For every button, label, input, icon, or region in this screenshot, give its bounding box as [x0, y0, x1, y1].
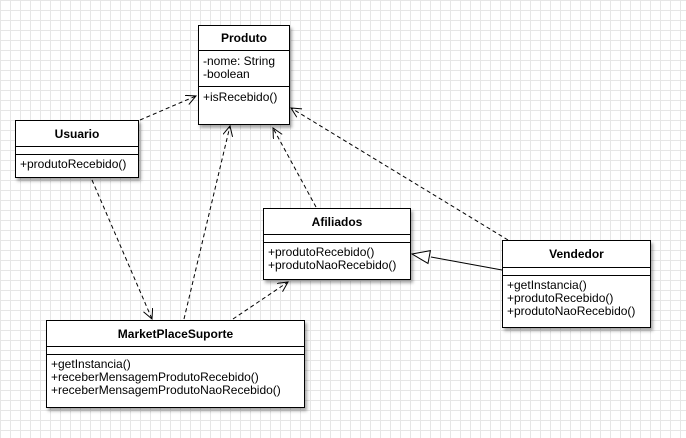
attributes-compartment — [503, 268, 650, 276]
methods-compartment: +produtoRecebido() — [16, 155, 138, 173]
method: +produtoRecebido() — [268, 245, 375, 259]
class-vendedor[interactable]: Vendedor +getInstancia() +produtoRecebid… — [502, 240, 651, 328]
method: +getInstancia() — [507, 278, 587, 292]
attribute: -boolean — [203, 67, 250, 81]
class-name: MarketPlaceSuporte — [47, 321, 304, 347]
class-produto[interactable]: Produto -nome: String -boolean +isRecebi… — [198, 25, 290, 125]
class-name: Afiliados — [264, 209, 410, 235]
methods-compartment: +produtoRecebido() +produtoNaoRecebido() — [264, 243, 410, 274]
attributes-compartment — [47, 347, 304, 355]
class-name: Vendedor — [503, 241, 650, 268]
class-name: Produto — [199, 26, 289, 51]
generalization-arrowhead — [410, 249, 432, 265]
method: +produtoRecebido() — [507, 291, 614, 305]
method: +produtoNaoRecebido() — [507, 304, 636, 318]
class-marketplacesuporte[interactable]: MarketPlaceSuporte +getInstancia() +rece… — [46, 320, 305, 408]
attributes-compartment — [264, 235, 410, 243]
methods-compartment: +getInstancia() +produtoRecebido() +prod… — [503, 276, 650, 320]
method: +produtoNaoRecebido() — [268, 258, 397, 272]
method: +getInstancia() — [51, 357, 131, 371]
attribute: -nome: String — [203, 54, 276, 68]
methods-compartment: +isRecebido() — [199, 87, 289, 106]
method: +receberMensagemProdutoNaoRecebido() — [51, 383, 281, 397]
dependency-marketplace-produto[interactable] — [183, 126, 230, 320]
class-name: Usuario — [16, 121, 138, 147]
method: +receberMensagemProdutoRecebido() — [51, 370, 259, 384]
attributes-compartment — [16, 147, 138, 155]
dependency-vendedor-produto[interactable] — [291, 108, 509, 241]
method: +isRecebido() — [203, 90, 278, 104]
dependency-usuario-produto[interactable] — [139, 96, 196, 121]
dependency-afiliados-produto[interactable] — [273, 128, 317, 208]
class-usuario[interactable]: Usuario +produtoRecebido() — [15, 120, 139, 178]
generalization-vendedor-afiliados[interactable] — [430, 256, 503, 271]
methods-compartment: +getInstancia() +receberMensagemProdutoR… — [47, 355, 304, 399]
dependency-marketplace-afiliados[interactable] — [232, 282, 288, 320]
method: +produtoRecebido() — [20, 157, 127, 171]
dependency-usuario-marketplace[interactable] — [91, 179, 152, 319]
class-afiliados[interactable]: Afiliados +produtoRecebido() +produtoNao… — [263, 208, 411, 280]
attributes-compartment: -nome: String -boolean — [199, 51, 289, 87]
